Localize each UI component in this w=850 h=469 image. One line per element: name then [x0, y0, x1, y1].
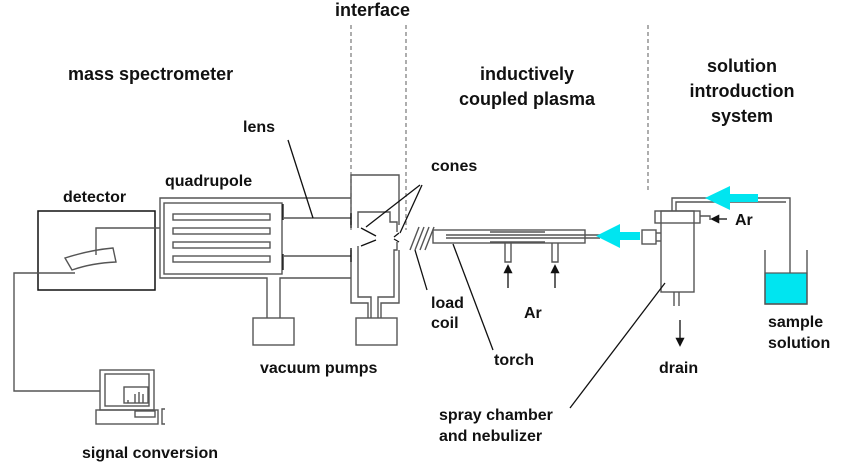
spray-chamber-label-line2: and nebulizer — [439, 428, 542, 445]
sample-solution-label-line1: sample — [768, 314, 823, 331]
detector-label: detector — [63, 189, 126, 206]
vacuum-pump-2 — [355, 317, 398, 346]
drain-label: drain — [659, 360, 698, 377]
load-coil-label-line2: coil — [431, 315, 459, 332]
load-coil — [409, 226, 435, 251]
sis-heading-line2: introduction — [690, 81, 795, 101]
argon-nebulizer-label: Ar — [735, 212, 753, 229]
vacuum-pump-1 — [252, 317, 295, 346]
quadrupole — [159, 197, 351, 318]
load-coil-label-line1: load — [431, 295, 464, 312]
sample-solution-label-line2: solution — [768, 335, 830, 352]
detector — [37, 210, 160, 291]
lens-label: lens — [243, 119, 275, 136]
torch-pointer — [452, 243, 494, 351]
sample-flow-arrow-uptake — [705, 186, 758, 210]
argon-torch-label: Ar — [524, 305, 542, 322]
sample-flow-arrow-torch — [596, 224, 640, 248]
spray-chamber-pointer — [569, 282, 666, 409]
lens-pointer — [287, 139, 314, 219]
signal-cable — [13, 272, 100, 392]
computer-icon — [95, 369, 165, 425]
cones-pointer-1 — [365, 184, 421, 228]
icp-heading-line2: coupled plasma — [459, 89, 596, 109]
torch — [432, 229, 600, 263]
sis-heading-line3: system — [711, 106, 773, 126]
sample-beaker — [764, 250, 808, 305]
quadrupole-label: quadrupole — [165, 173, 252, 190]
cones-label: cones — [431, 158, 477, 175]
load-coil-pointer — [414, 249, 428, 291]
torch-label: torch — [494, 352, 534, 369]
icp-heading-line1: inductively — [480, 64, 574, 84]
interface-housing — [350, 174, 400, 318]
signal-conversion-label: signal conversion — [82, 445, 218, 462]
interface-heading: interface — [335, 0, 410, 20]
cones-pointer-2 — [399, 184, 423, 234]
sampler-skimmer-cones — [360, 227, 400, 247]
sis-heading-line1: solution — [707, 56, 777, 76]
spray-chamber-label-line1: spray chamber — [439, 407, 553, 424]
vacuum-pumps-label: vacuum pumps — [260, 360, 377, 377]
mass-spectrometer-heading: mass spectrometer — [68, 64, 233, 84]
